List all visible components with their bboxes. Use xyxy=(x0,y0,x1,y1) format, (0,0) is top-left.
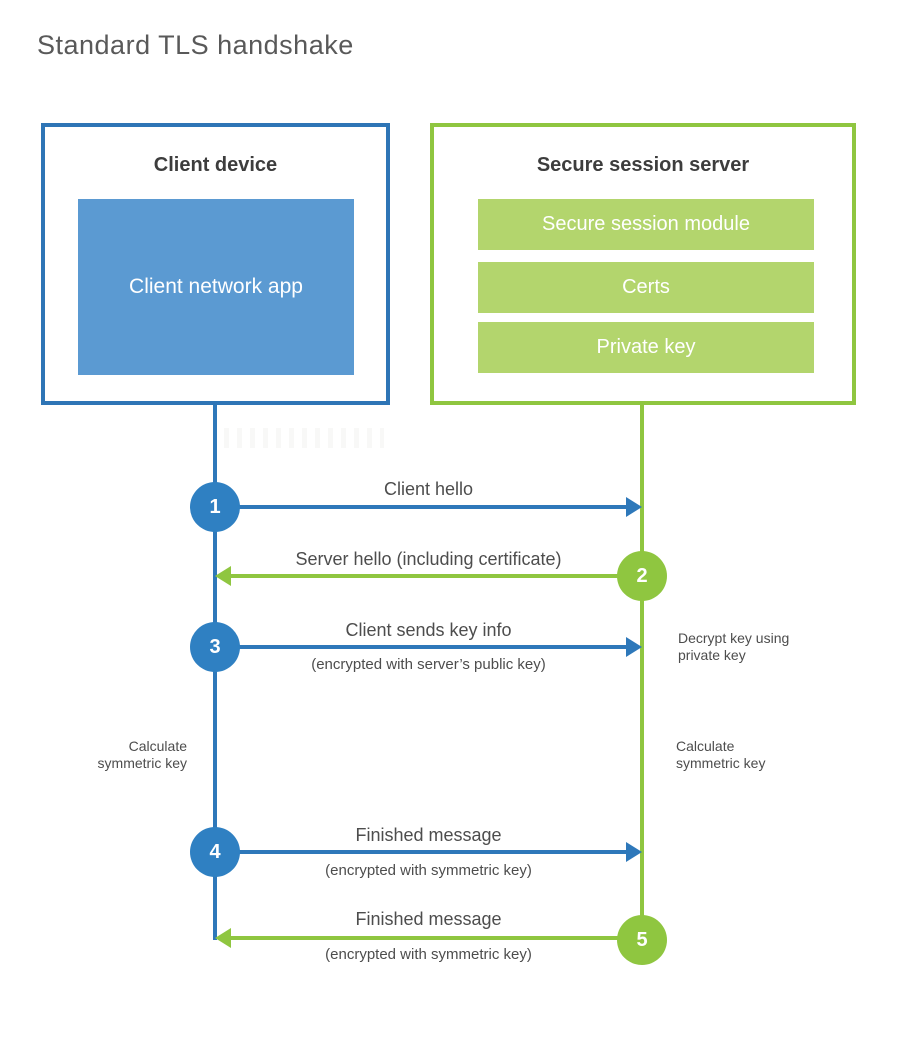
calculate-symmetric-key-note-server: Calculate symmetric key xyxy=(676,738,766,771)
server-module-certs: Certs xyxy=(478,262,814,313)
step-4-label: Finished message xyxy=(355,825,502,845)
step-3-arrowhead-icon xyxy=(626,637,642,657)
diagram-title: Standard TLS handshake xyxy=(37,30,354,60)
step-5-sublabel: (encrypted with symmetric key) xyxy=(325,946,532,963)
step-4-circle: 4 xyxy=(190,827,240,877)
step-1-circle: 1 xyxy=(190,482,240,532)
step-1-arrow-line xyxy=(215,505,627,509)
server-module-private-key: Private key xyxy=(478,322,814,373)
step-5-label: Finished message xyxy=(355,909,502,929)
step-4-sublabel: (encrypted with symmetric key) xyxy=(325,862,532,879)
step-3-sublabel: (encrypted with server’s public key) xyxy=(311,656,546,673)
secure-session-server-box: Secure session server Secure session mod… xyxy=(430,123,856,405)
step-4-arrowhead-icon xyxy=(626,842,642,862)
step-3-arrow-line xyxy=(215,645,627,649)
step-2-arrowhead-icon xyxy=(215,566,231,586)
step-1-arrowhead-icon xyxy=(626,497,642,517)
client-network-app-label: Client network app xyxy=(129,275,303,298)
client-lifeline xyxy=(213,405,217,940)
step-5-circle: 5 xyxy=(617,915,667,965)
server-module-secure-session: Secure session module xyxy=(478,199,814,250)
step-1-label: Client hello xyxy=(383,479,474,499)
step-2-label: Server hello (including certificate) xyxy=(295,549,562,569)
step-4-arrow-line xyxy=(215,850,627,854)
step-5-arrow-line xyxy=(230,936,642,940)
step-5-arrowhead-icon xyxy=(215,928,231,948)
server-header: Secure session server xyxy=(536,154,750,176)
client-device-header: Client device xyxy=(153,154,278,176)
calculate-symmetric-key-note-client: Calculate symmetric key xyxy=(97,738,187,771)
client-device-box: Client device Client network app xyxy=(41,123,390,405)
client-network-app-box: Client network app xyxy=(78,199,354,375)
decrypt-note: Decrypt key using private key xyxy=(678,630,790,663)
step-3-circle: 3 xyxy=(190,622,240,672)
step-3-label: Client sends key info xyxy=(345,620,512,640)
step-2-circle: 2 xyxy=(617,551,667,601)
server-lifeline xyxy=(640,405,644,942)
step-2-arrow-line xyxy=(230,574,642,578)
faint-artifact xyxy=(224,428,384,448)
